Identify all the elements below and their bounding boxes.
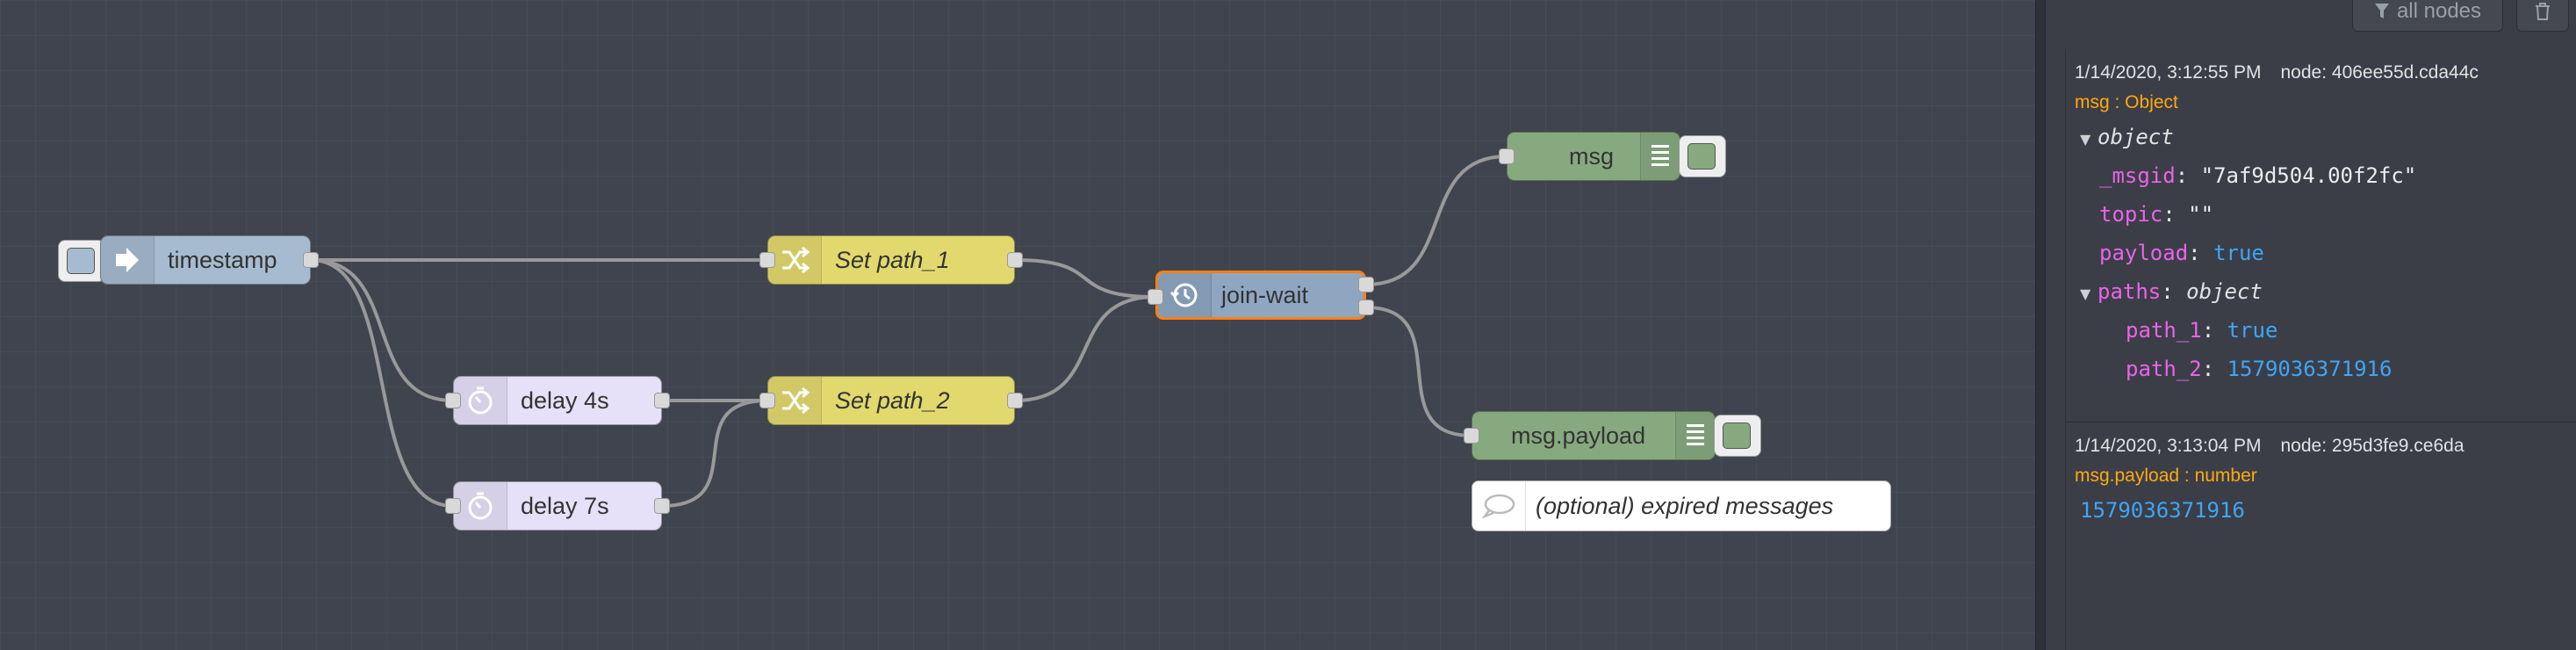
message-timestamp: 1/14/2020, 3:12:55 PM [2075,62,2262,83]
message-node-id[interactable]: node: 406ee55d.cda44c [2280,62,2479,83]
input-port[interactable] [759,393,775,408]
node-set-path-2[interactable]: Set path_2 [767,376,1015,425]
output-port[interactable] [654,498,670,514]
debug-message[interactable]: 1/14/2020, 3:13:04 PM node: 295d3fe9.ce6d… [2066,422,2576,538]
tree-root[interactable]: ▼object [2066,118,2576,156]
wire-join-payload [1365,306,1472,437]
node-label: delay 7s [521,493,609,519]
node-delay-4s[interactable]: delay 4s [453,376,662,425]
debug-sidebar: all nodes 1/14/2020, 3:12:55 PM node: 406… [2046,0,2576,650]
shuffle-icon [768,377,822,424]
message-type: msg : Object [2075,92,2178,112]
message-node-id[interactable]: node: 295d3fe9.ce6da [2280,436,2464,456]
node-comment[interactable]: (optional) expired messages [1471,480,1891,531]
output-port[interactable] [1007,252,1023,268]
object-tree: ▼object _msgid: "7af9d504.00f2fc" topic:… [2066,118,2576,388]
tree-row: payload: true [2099,241,2264,265]
wire-timestamp-delay7s [310,258,454,508]
message-value-row: 1579036371916 [2066,491,2576,530]
trash-icon [2536,3,2550,20]
tree-row: path_1: true [2126,318,2278,343]
input-port[interactable] [759,252,775,268]
tree-row-paths[interactable]: ▼paths: object [2066,272,2576,311]
input-port[interactable] [1499,148,1515,164]
debug-toolbar: all nodes [2046,0,2576,49]
caret-down-icon[interactable]: ▼ [2080,131,2091,148]
wire-timestamp-delay4s [310,258,454,402]
node-label: Set path_1 [835,247,950,273]
inject-button[interactable] [58,240,105,282]
tree-row: _msgid: "7af9d504.00f2fc" [2099,163,2417,188]
node-delay-7s[interactable]: delay 7s [453,481,662,531]
wire-join-msg [1365,155,1507,286]
debug-toggle-button[interactable] [1679,135,1726,177]
input-port[interactable] [445,393,461,408]
sidebar-splitter[interactable] [2035,0,2046,650]
message-meta: 1/14/2020, 3:12:55 PM node: 406ee55d.cda4… [2066,58,2576,88]
output-port[interactable] [1358,277,1374,292]
node-label: msg.payload [1511,422,1646,449]
node-join-wait[interactable]: join-wait [1155,271,1366,320]
wire-setpath2-join [1014,295,1156,402]
output-port[interactable] [1007,393,1023,408]
history-icon [1158,273,1212,317]
speech-bubble-icon [1472,481,1526,531]
node-debug-payload[interactable]: msg.payload [1471,411,1716,460]
output-port[interactable] [303,252,319,268]
debug-toggle-button[interactable] [1714,415,1761,457]
list-icon [1675,412,1715,459]
flow-canvas[interactable]: timestamp Set path_1 delay 4s delay 7s S… [0,0,2035,650]
clear-messages-button[interactable] [2516,0,2569,32]
node-label: timestamp [168,247,277,273]
tree-row: topic: "" [2099,202,2214,227]
caret-down-icon[interactable]: ▼ [2080,285,2091,302]
tree-row: path_2: 1579036371916 [2126,357,2393,381]
arrow-right-icon [101,236,155,284]
message-timestamp: 1/14/2020, 3:13:04 PM [2075,436,2262,456]
node-label: Set path_2 [835,387,950,414]
node-label: msg [1569,143,1615,170]
input-port[interactable] [1464,428,1479,444]
filter-label: all nodes [2396,0,2482,23]
wire-delay7s-setpath2 [661,399,768,508]
node-debug-msg[interactable]: msg [1507,132,1680,181]
wire-setpath1-join [1014,258,1156,299]
debug-message[interactable]: 1/14/2020, 3:12:55 PM node: 406ee55d.cda4… [2066,49,2576,422]
message-type: msg.payload : number [2075,466,2257,486]
wires-layer [310,155,1507,508]
timer-icon [454,377,507,424]
node-set-path-1[interactable]: Set path_1 [767,235,1015,285]
comment-label: (optional) expired messages [1536,493,1834,519]
input-port[interactable] [1148,289,1163,305]
node-label: join-wait [1221,282,1309,308]
output-port[interactable] [654,393,670,408]
filter-icon [2374,4,2389,18]
timer-icon [454,482,507,530]
tree-row: 1579036371916 [2066,491,2576,530]
message-value: 1579036371916 [2080,498,2245,523]
filter-nodes-button[interactable]: all nodes [2352,0,2503,32]
list-icon [1640,133,1680,180]
node-timestamp[interactable]: timestamp [100,235,311,285]
message-meta: 1/14/2020, 3:13:04 PM node: 295d3fe9.ce6d… [2066,431,2576,461]
input-port[interactable] [445,498,461,514]
output-port[interactable] [1358,300,1374,315]
debug-message-list[interactable]: 1/14/2020, 3:12:55 PM node: 406ee55d.cda4… [2065,49,2576,650]
shuffle-icon [768,236,822,284]
node-label: delay 4s [521,387,609,414]
